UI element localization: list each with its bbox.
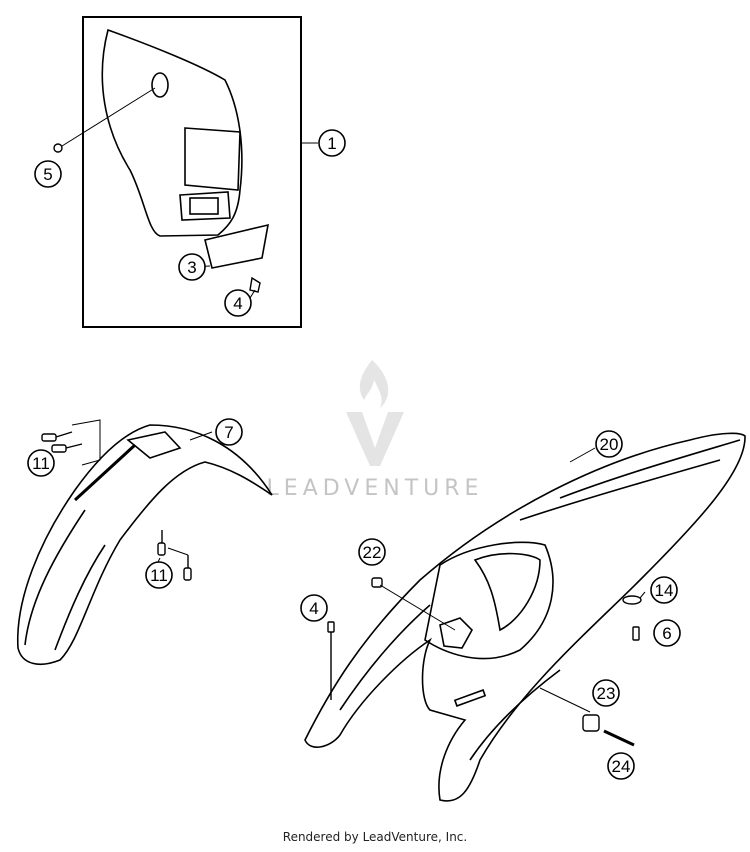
callout-4b-circle [300, 594, 328, 622]
callout-6-label: 6 [662, 624, 671, 643]
headlight-mask [101, 28, 243, 237]
bolt-icon [632, 626, 640, 641]
callout-5-label: 5 [43, 165, 52, 184]
callout-14-circle [650, 576, 678, 604]
callout-labels: 1 3 4 5 7 11 11 20 22 4 14 6 23 24 [32, 134, 673, 776]
callout-24-label: 24 [612, 757, 631, 776]
headlight-group-frame [82, 16, 302, 328]
bolt-icon [603, 729, 635, 747]
rear-fender [304, 432, 746, 802]
callout-11a-circle [27, 449, 55, 477]
callout-20-circle [595, 430, 623, 458]
callout-3-label: 3 [187, 258, 196, 277]
bolt-icon [327, 621, 335, 633]
callouts [27, 129, 681, 780]
callout-4a-label: 4 [233, 294, 242, 313]
footer-credit: Rendered by LeadVenture, Inc. [282, 830, 468, 844]
callout-20-label: 20 [600, 435, 619, 454]
callout-11b-label: 11 [150, 566, 168, 585]
nut-icon [582, 714, 600, 732]
callout-3-circle [178, 253, 206, 281]
callout-11b-circle [145, 561, 173, 589]
watermark-logo [346, 360, 404, 466]
nut-icon [53, 143, 63, 153]
fender-bolts [41, 431, 192, 581]
front-fender [16, 424, 273, 666]
callout-4b-label: 4 [309, 599, 318, 618]
leader-lines-front-fender [71, 419, 213, 563]
callout-11a-label: 11 [32, 454, 50, 473]
callout-7-label: 7 [224, 423, 233, 442]
washer-icon [622, 595, 642, 605]
watermark-text: LEADVENTURE [267, 476, 484, 501]
callout-6-circle [653, 619, 681, 647]
callout-22-label: 22 [363, 543, 382, 562]
nut-icon [371, 577, 383, 588]
screw-icon [249, 276, 261, 293]
callout-1-circle [318, 129, 346, 157]
rear-fender-hardware [327, 577, 642, 747]
headlight-shield-plate [204, 223, 270, 269]
callout-22-circle [358, 538, 386, 566]
flame-icon [359, 360, 389, 408]
callout-5-circle [34, 160, 62, 188]
callout-23-label: 23 [597, 684, 616, 703]
callout-24-circle [607, 752, 635, 780]
callout-4a-circle [224, 289, 252, 317]
callout-14-label: 14 [655, 581, 674, 600]
callout-23-circle [592, 679, 620, 707]
leader-lines-rear-fender [379, 447, 646, 713]
callout-7-circle [215, 418, 243, 446]
callout-1-label: 1 [327, 134, 336, 153]
v-mark-icon [346, 412, 404, 466]
